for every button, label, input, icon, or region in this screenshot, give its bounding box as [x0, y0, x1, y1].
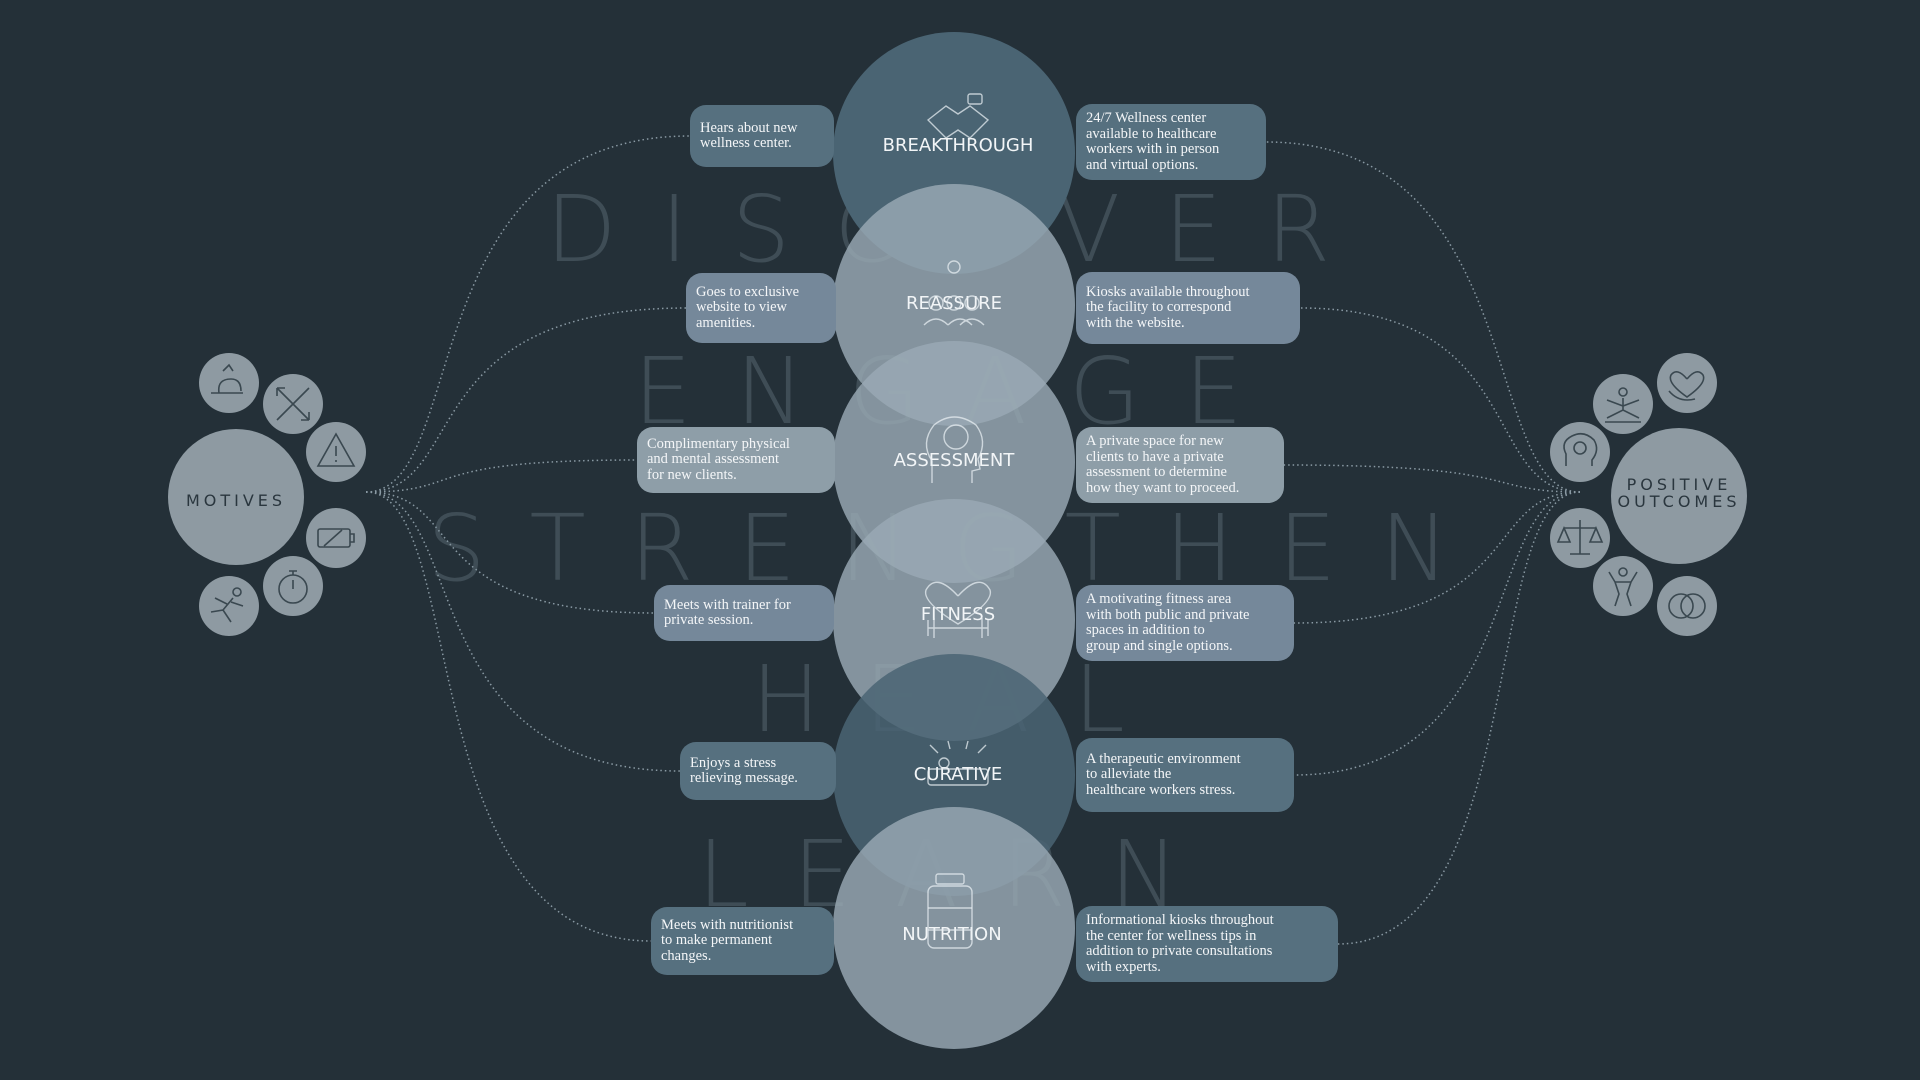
right-note-breakthrough: 24/7 Wellness center available to health… — [1076, 104, 1266, 180]
stage-circle-nutrition — [833, 807, 1075, 1049]
outcomes-hub — [1611, 428, 1747, 564]
left-note-breakthrough: Hears about new wellness center. — [690, 105, 834, 167]
strong-person-icon — [1593, 556, 1653, 616]
left-note-fitness: Meets with trainer for private session. — [654, 585, 834, 641]
connector-line — [365, 307, 687, 493]
people-group-icon — [923, 260, 985, 326]
head-brain-icon — [925, 416, 984, 483]
connector-line — [1265, 141, 1581, 493]
meditation-icon — [1593, 374, 1653, 434]
warning-icon — [306, 422, 366, 482]
stage-label-nutrition: NUTRITION — [902, 924, 1002, 945]
brain-gear-icon — [1550, 422, 1610, 482]
connector-line — [1283, 464, 1581, 493]
connector-line — [1293, 491, 1581, 624]
connector-line — [365, 459, 638, 493]
motives-hub — [168, 429, 304, 565]
overlap-circles-icon — [1657, 576, 1717, 636]
left-note-curative: Enjoys a stress relieving message. — [680, 742, 836, 800]
left-note-reassure: Goes to exclusive website to view amenit… — [686, 273, 836, 343]
heart-dumbbell-icon — [924, 581, 992, 638]
motives-label: MOTIVES — [185, 491, 287, 510]
stage-label-breakthrough: BREAKTHROUGH — [882, 135, 1034, 156]
stopwatch-icon — [263, 556, 323, 616]
running-person-icon — [199, 576, 259, 636]
connector-line — [1293, 491, 1581, 776]
stage-label-assessment: ASSESSMENT — [893, 450, 1015, 471]
massage-icon — [927, 740, 989, 786]
left-note-nutrition: Meets with nutritionist to make permanen… — [651, 907, 834, 975]
stage-label-curative: CURATIVE — [913, 764, 1003, 785]
connector-line — [365, 491, 652, 942]
right-note-curative: A therapeutic environment to alleviate t… — [1076, 738, 1294, 812]
right-note-assessment: A private space for new clients to have … — [1076, 427, 1284, 503]
right-note-fitness: A motivating fitness area with both publ… — [1076, 585, 1294, 661]
low-battery-icon — [306, 508, 366, 568]
crossed-arrows-icon — [263, 374, 323, 434]
supplement-bottle-icon — [927, 873, 973, 949]
outcomes-label: POSITIVE OUTCOMES — [1617, 475, 1741, 511]
heart-hand-icon — [1657, 353, 1717, 413]
right-note-reassure: Kiosks available throughout the facility… — [1076, 272, 1300, 344]
left-note-assessment: Complimentary physical and mental assess… — [637, 427, 835, 493]
connector-line — [1337, 491, 1581, 945]
balance-scale-icon — [1550, 508, 1610, 568]
handshake-icon — [926, 93, 990, 139]
stage-label-fitness: FITNESS — [920, 604, 996, 625]
right-note-nutrition: Informational kiosks throughout the cent… — [1076, 906, 1338, 982]
tired-person-icon — [199, 353, 259, 413]
connector-line — [365, 135, 691, 493]
